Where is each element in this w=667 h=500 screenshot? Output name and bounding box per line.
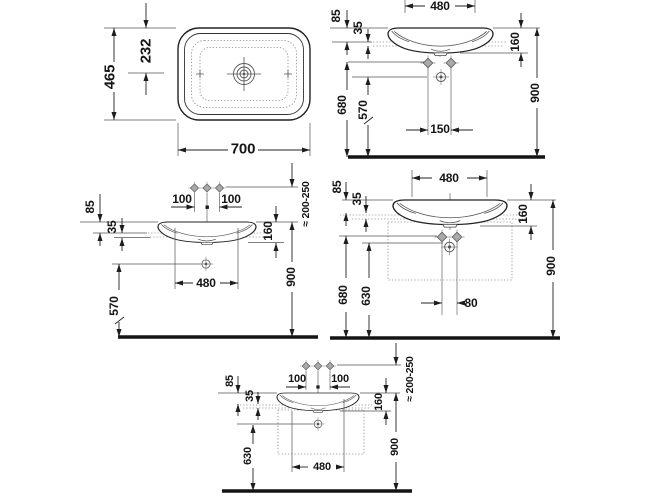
dim-label-160: 160 [373, 393, 385, 411]
dim-label-160: 160 [508, 32, 522, 52]
dim-label-700: 700 [231, 141, 255, 158]
dim-label-630: 630 [359, 286, 373, 306]
dim-label-900: 900 [284, 267, 298, 287]
basin-front-outline [157, 221, 257, 246]
dim-label-85: 85 [224, 375, 236, 387]
dim-label-680: 680 [336, 285, 350, 305]
wall-tap-hole-icon [299, 359, 313, 373]
wall-tap-hole-icon [323, 359, 337, 373]
front-view-with-cabinet: 480 85 35 680 630 160 900 80 [330, 170, 560, 340]
wall-tap-hole-icon [200, 181, 214, 195]
dim-label-100-right: 100 [221, 192, 241, 206]
overflow-marks-icon [196, 70, 292, 78]
dim-label-900: 900 [544, 256, 558, 276]
dim-label-480: 480 [430, 0, 450, 13]
front-view-basic: 480 85 35 680 570 160 900 150 [329, 0, 545, 159]
drain-mark-plan-icon [227, 57, 261, 91]
drain-mark-icon [440, 238, 459, 256]
dim-label-465: 465 [102, 65, 119, 89]
dim-label-35: 35 [351, 21, 365, 34]
dim-label-900: 900 [389, 438, 401, 456]
cabinet-outline [387, 221, 513, 281]
tap-hole-icon [443, 55, 459, 71]
dim-label-900: 900 [528, 83, 542, 103]
dim-label-480: 480 [439, 171, 459, 185]
dim-label-232: 232 [138, 39, 155, 63]
dim-label-680: 680 [335, 95, 349, 115]
dim-label-85: 85 [330, 180, 344, 193]
front-wall-cabinet-dimension-lines [235, 343, 399, 492]
basin-front-outline [392, 199, 508, 228]
dim-label-35: 35 [244, 390, 256, 402]
drain-mark-icon [310, 416, 326, 432]
tap-hole-icon [420, 55, 436, 71]
dim-label-85: 85 [329, 9, 343, 22]
front-wall-dimension-lines [97, 163, 295, 338]
dim-label-100-left: 100 [172, 192, 192, 206]
dim-label-35: 35 [350, 192, 364, 205]
basin-front-outline [387, 27, 494, 57]
dim-label-mirror: ≈ 200-250 [404, 356, 416, 402]
dim-label-570: 570 [107, 296, 121, 316]
plan-view: 465 232 700 [102, 3, 311, 158]
drain-mark-icon [432, 68, 450, 86]
dim-label-150: 150 [430, 122, 450, 136]
wall-tap-hole-icon [311, 359, 325, 373]
front-view-wall-fittings: 100 100 85 35 480 570 160 900 ≈ 200-250 [80, 163, 318, 339]
plan-dimension-lines [104, 3, 311, 156]
front-cabinet-dimension-lines [343, 170, 556, 339]
dim-label-570: 570 [356, 100, 370, 120]
dim-label-160: 160 [516, 204, 530, 224]
basin-front-outline [276, 392, 360, 413]
front-view-wall-fittings-cabinet: 100 100 85 35 630 480 160 900 ≈ 200-250 [218, 343, 416, 493]
dim-label-100-right: 100 [331, 373, 349, 385]
drain-mark-icon [198, 256, 214, 272]
dim-label-480: 480 [196, 276, 216, 290]
front-basic-dimension-lines [344, 0, 540, 158]
cabinet-outline [277, 409, 365, 455]
dim-label-100-left: 100 [288, 373, 306, 385]
dim-label-mirror: ≈ 200-250 [300, 181, 312, 227]
dim-label-480: 480 [313, 461, 331, 473]
dim-label-630: 630 [242, 447, 254, 465]
dim-label-35: 35 [105, 220, 119, 233]
dim-label-160: 160 [261, 221, 275, 241]
dim-label-80: 80 [465, 296, 478, 310]
dim-label-85: 85 [83, 200, 97, 213]
